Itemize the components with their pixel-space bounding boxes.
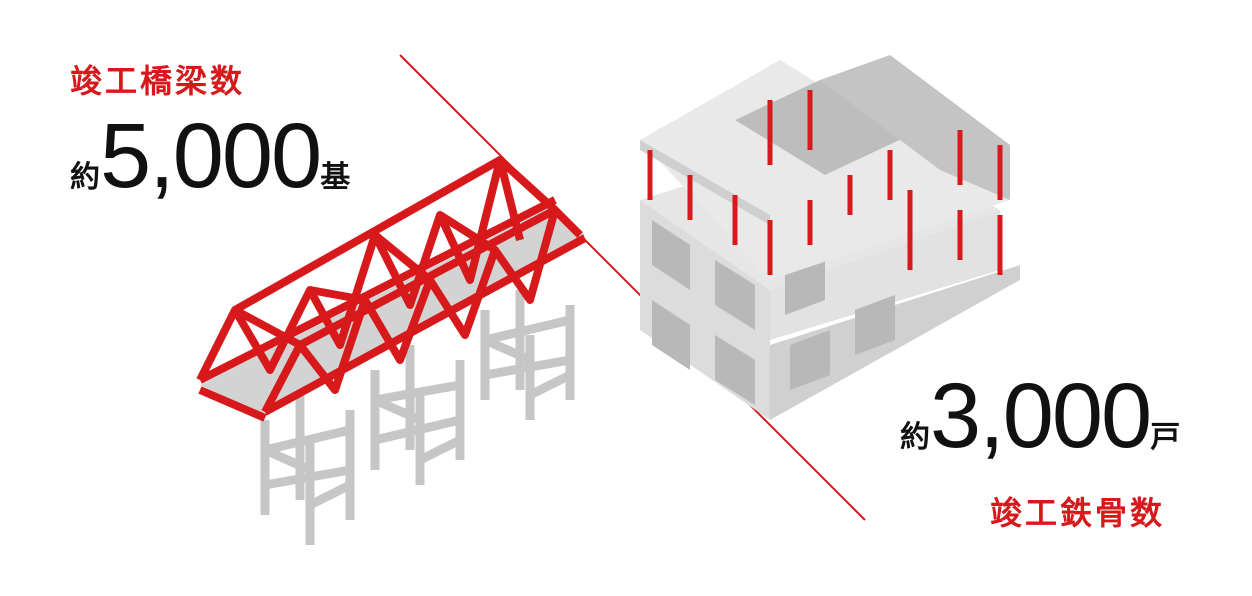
bridges-unit: 基 (320, 160, 351, 195)
bridges-value: 5,000 (100, 105, 322, 207)
bridge-illustration (196, 156, 587, 545)
building-illustration (640, 55, 1020, 420)
bridges-prefix: 約 (70, 160, 100, 195)
bridges-stat: 約 5,000 基 (70, 110, 350, 202)
steel-label: 竣工鉄骨数 (990, 494, 1166, 532)
bridges-label: 竣工橋梁数 (70, 62, 246, 100)
steel-stat: 約 3,000 戸 (900, 370, 1180, 462)
steel-prefix: 約 (900, 420, 930, 455)
divider-line (399, 54, 866, 521)
steel-unit: 戸 (1150, 420, 1181, 455)
steel-value: 3,000 (930, 365, 1152, 467)
